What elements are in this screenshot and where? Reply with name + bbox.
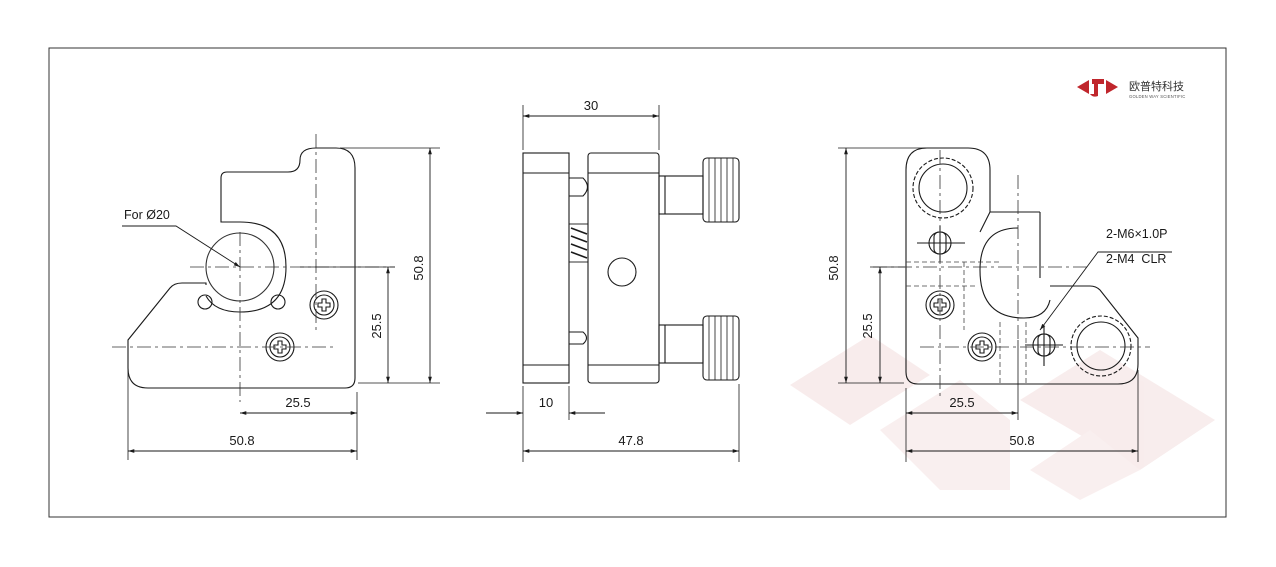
side-view: [486, 105, 740, 462]
rear-dim-center-width: 25.5: [949, 395, 974, 410]
front-view: [112, 134, 440, 460]
front-dim-center-height: 25.5: [369, 313, 384, 338]
front-dim-width: 50.8: [229, 433, 254, 448]
rear-knob-top-icon: [912, 157, 974, 219]
front-screw-upper-icon: [309, 290, 339, 320]
front-hole-label: For Ø20: [124, 208, 170, 222]
side-knob-lower-icon: [658, 315, 740, 381]
rear-view-outline: [927, 147, 991, 233]
company-logo: 欧普特科技 GOLDEN WAY SCIENTIFIC: [1077, 79, 1185, 99]
logo-english-name: GOLDEN WAY SCIENTIFIC: [1129, 94, 1185, 99]
rear-knob-right-icon: [1070, 315, 1132, 377]
drawing-border: [48, 47, 1227, 518]
rear-dim-width: 50.8: [1009, 433, 1034, 448]
rear-adjuster-upper-icon: [917, 226, 965, 262]
side-dim-top: 30: [584, 98, 598, 113]
side-spring-icon: [568, 223, 589, 263]
side-plate: [522, 152, 570, 384]
rear-adjuster-lower-icon: [1025, 326, 1063, 366]
side-dim-plate: 10: [539, 395, 553, 410]
front-view-outline: [127, 147, 356, 389]
front-small-hole-right: [270, 294, 286, 310]
front-small-hole-left: [197, 294, 213, 310]
side-body-block: [587, 152, 660, 384]
rear-dim-height: 50.8: [826, 255, 841, 280]
rear-view: [838, 147, 1172, 462]
logo-mark-icon: [1077, 79, 1118, 97]
front-bore-outline: [205, 221, 287, 313]
side-center-hole: [607, 257, 637, 287]
side-dim-total: 47.8: [618, 433, 643, 448]
front-dim-center-width: 25.5: [285, 395, 310, 410]
rear-note-clearance: 2-M4 CLR: [1106, 252, 1166, 266]
rear-dim-center-height: 25.5: [860, 313, 875, 338]
rear-bore-outline: [979, 227, 1051, 319]
watermark-logo: [790, 335, 1215, 500]
logo-chinese-name: 欧普特科技: [1129, 79, 1184, 93]
side-knob-upper-icon: [658, 157, 740, 223]
rear-note-thread: 2-M6×1.0P: [1106, 227, 1168, 241]
front-dim-height: 50.8: [411, 255, 426, 280]
